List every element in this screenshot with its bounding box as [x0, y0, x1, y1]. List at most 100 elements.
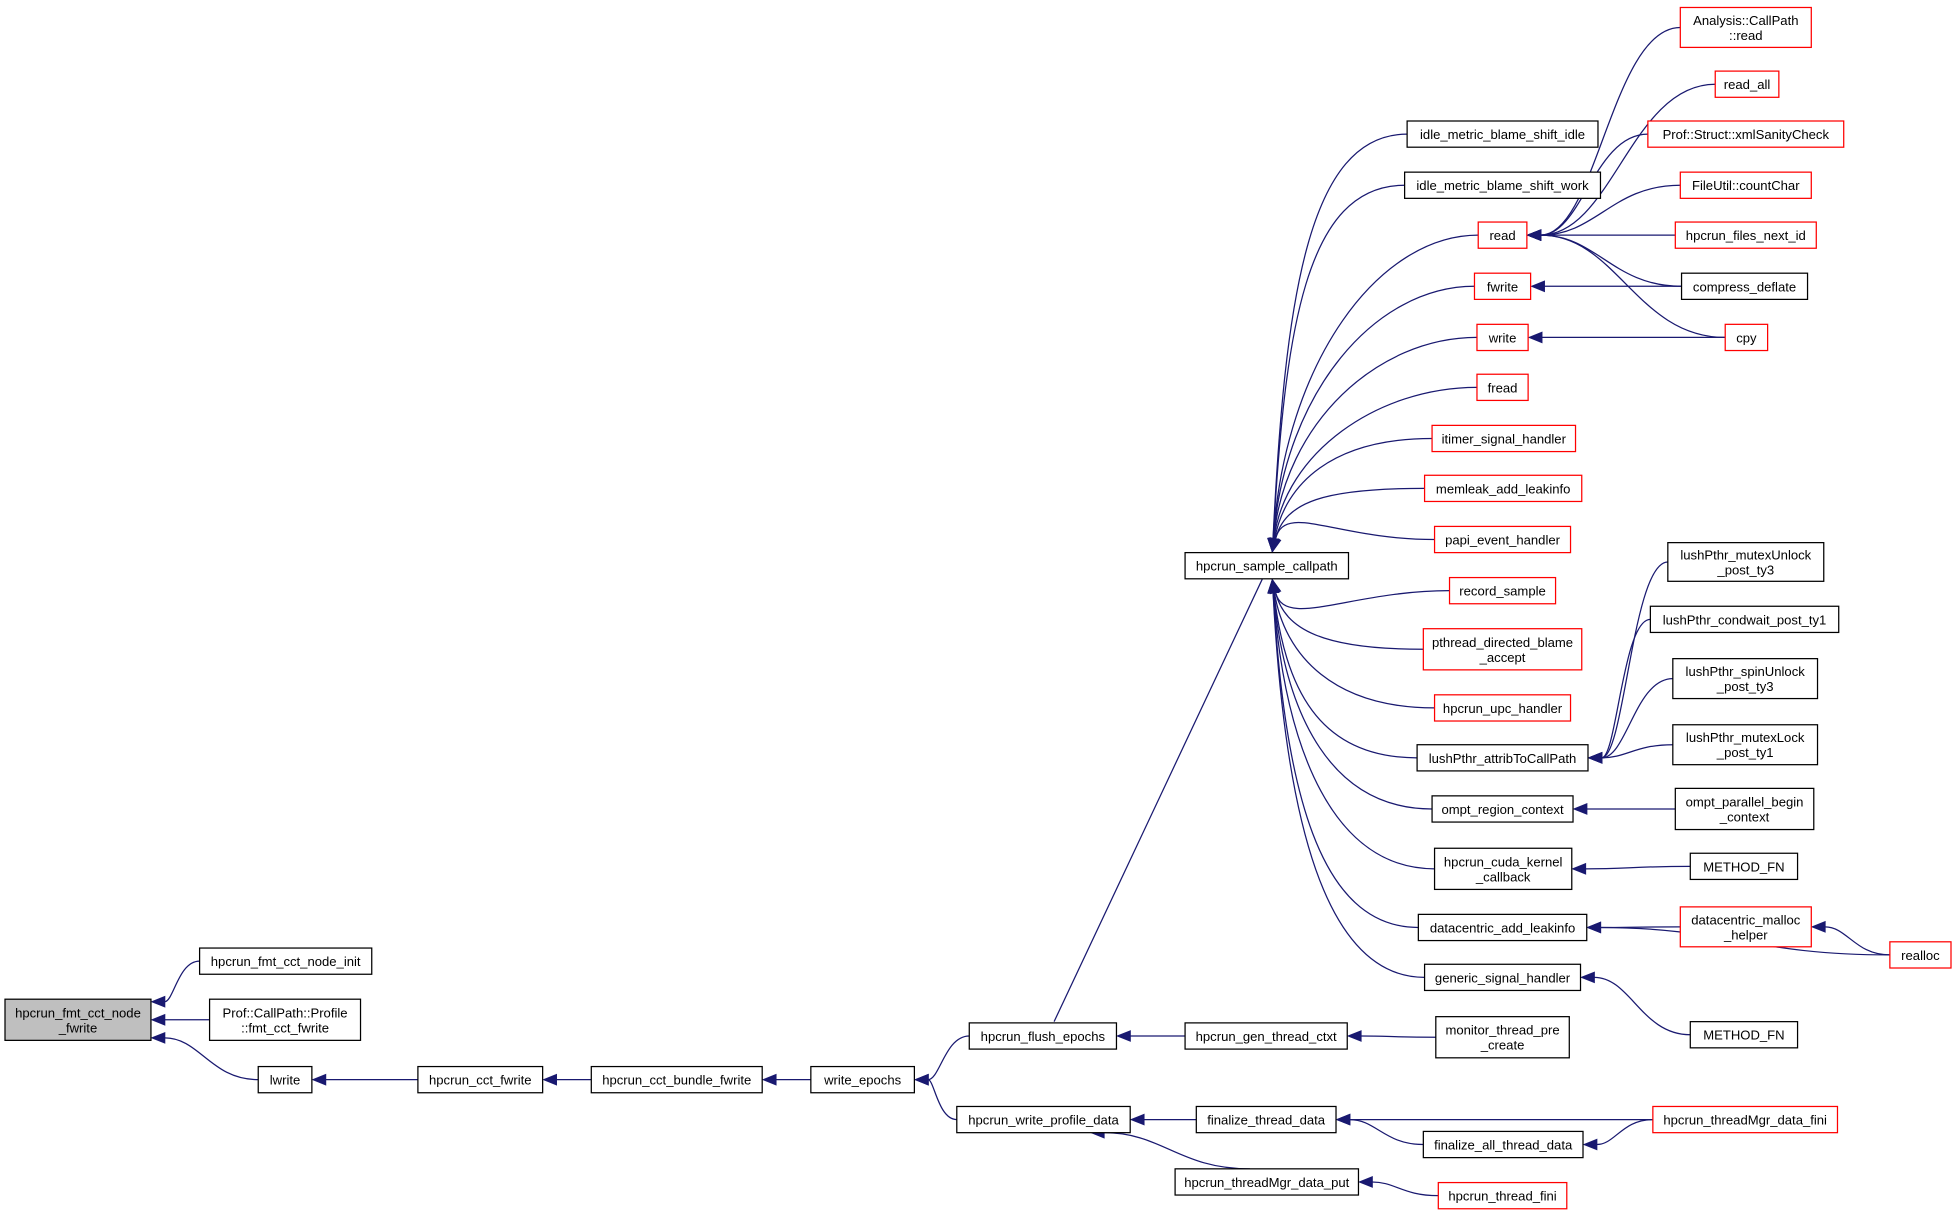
arrowhead-icon — [1526, 229, 1542, 242]
node-papi[interactable]: papi_event_handler — [1433, 525, 1572, 554]
node-box — [1724, 323, 1769, 352]
node-fmt-init[interactable]: hpcrun_fmt_cct_node_init — [198, 947, 373, 975]
edge-line — [1274, 592, 1424, 650]
arrowhead-icon — [1527, 331, 1543, 344]
node-box — [257, 1065, 313, 1094]
node-label: ompt_region_context — [1441, 802, 1564, 817]
edge-line — [1274, 437, 1433, 540]
edge-record-to-sample — [1269, 578, 1450, 610]
edge-line — [1274, 521, 1435, 541]
node-label: lushPthr_mutexLock — [1686, 730, 1805, 745]
node-idle-idle[interactable]: idle_metric_blame_shift_idle — [1406, 120, 1599, 148]
node-label: write_epochs — [823, 1073, 902, 1088]
node-fread[interactable]: fread — [1476, 373, 1529, 402]
edge-idle_work-to-sample — [1267, 184, 1405, 554]
edge-generic_sig-to-sample — [1267, 578, 1425, 978]
node-cuda[interactable]: hpcrun_cuda_kernel_callback — [1433, 847, 1573, 891]
node-method-fn-2[interactable]: METHOD_FN — [1689, 1021, 1799, 1049]
node-count-char[interactable]: FileUtil::countChar — [1679, 171, 1812, 199]
node-flush[interactable]: hpcrun_flush_epochs — [968, 1022, 1118, 1050]
node-spin-unlock[interactable]: lushPthr_spinUnlock_post_ty3 — [1672, 658, 1819, 700]
node-mutex-unlock[interactable]: lushPthr_mutexUnlock_post_ty3 — [1667, 542, 1825, 582]
arrowhead-icon — [150, 995, 166, 1008]
node-box — [1689, 1021, 1799, 1049]
node-write-profile[interactable]: hpcrun_write_profile_data — [956, 1105, 1131, 1134]
node-cct-fwrite[interactable]: hpcrun_cct_fwrite — [417, 1065, 544, 1094]
node-box — [1435, 1016, 1570, 1059]
node-sample[interactable]: hpcrun_sample_callpath — [1184, 551, 1350, 580]
edge-lush_attrib-to-sample — [1268, 578, 1418, 759]
node-memleak[interactable]: memleak_add_leakinfo — [1423, 474, 1583, 503]
node-label: fwrite — [1487, 279, 1518, 294]
node-box — [1652, 1105, 1839, 1134]
node-ompt-region[interactable]: ompt_region_context — [1431, 795, 1574, 823]
node-box — [1679, 6, 1812, 49]
node-box — [1422, 1130, 1584, 1159]
node-read-all[interactable]: read_all — [1714, 70, 1780, 98]
node-ompt-parallel[interactable]: ompt_parallel_begin_context — [1674, 787, 1815, 831]
node-gen-ctxt[interactable]: hpcrun_gen_thread_ctxt — [1184, 1022, 1348, 1050]
edge-sample-to-flush — [1053, 578, 1263, 1022]
node-box — [1403, 171, 1602, 199]
node-write[interactable]: write — [1476, 323, 1529, 352]
node-bundle[interactable]: hpcrun_cct_bundle_fwrite — [590, 1065, 763, 1094]
node-fwrite[interactable]: fwrite — [1473, 272, 1532, 301]
node-itimer[interactable]: itimer_signal_handler — [1431, 424, 1577, 453]
edge-itimer-to-sample — [1268, 437, 1433, 554]
edge-line — [1273, 592, 1435, 709]
edge-line — [927, 1035, 970, 1081]
node-box — [1437, 1181, 1568, 1210]
node-box — [198, 947, 373, 975]
node-files-next[interactable]: hpcrun_files_next_id — [1674, 221, 1817, 249]
node-box — [1667, 542, 1825, 582]
node-monitor[interactable]: monitor_thread_pre_create — [1435, 1016, 1570, 1059]
arrowhead-icon — [1267, 578, 1279, 594]
node-cpy[interactable]: cpy — [1724, 323, 1769, 352]
arrowhead-icon — [1346, 1030, 1362, 1042]
node-box — [208, 998, 362, 1041]
node-label: finalize_thread_data — [1207, 1113, 1326, 1128]
node-record[interactable]: record_sample — [1448, 576, 1557, 605]
edge-cuda-to-sample — [1267, 578, 1435, 870]
node-dc-malloc[interactable]: datacentric_malloc_helper — [1679, 906, 1812, 948]
node-method-fn-1[interactable]: METHOD_FN — [1689, 852, 1799, 881]
node-box — [1422, 628, 1583, 671]
node-fin-all[interactable]: finalize_all_thread_data — [1422, 1130, 1584, 1159]
edge-ompt_region-to-sample — [1267, 578, 1433, 810]
node-lush-attrib[interactable]: lushPthr_attribToCallPath — [1416, 744, 1589, 772]
node-box — [1679, 171, 1812, 199]
node-xml-sanity[interactable]: Prof::Struct::xmlSanityCheck — [1647, 120, 1845, 148]
node-label: METHOD_FN — [1703, 1028, 1784, 1043]
node-profile[interactable]: Prof::CallPath::Profile::fmt_cct_fwrite — [208, 998, 362, 1041]
node-mutex-lock[interactable]: lushPthr_mutexLock_post_ty1 — [1672, 724, 1819, 766]
arrowhead-icon — [150, 1013, 166, 1026]
node-thread-fini[interactable]: hpcrun_thread_fini — [1437, 1181, 1568, 1210]
node-generic-sig[interactable]: generic_signal_handler — [1423, 963, 1582, 992]
node-mgr-fini[interactable]: hpcrun_threadMgr_data_fini — [1652, 1105, 1839, 1134]
node-compress[interactable]: compress_deflate — [1680, 272, 1809, 301]
node-read[interactable]: read — [1477, 221, 1528, 249]
node-write-epochs[interactable]: write_epochs — [810, 1065, 916, 1094]
node-lwrite[interactable]: lwrite — [257, 1065, 313, 1094]
node-box — [590, 1065, 763, 1094]
edge-line — [1601, 744, 1673, 759]
arrowhead-icon — [1269, 537, 1282, 553]
node-label: hpcrun_cct_bundle_fwrite — [602, 1073, 751, 1088]
node-label: hpcrun_sample_callpath — [1196, 559, 1338, 574]
node-pthread-blame[interactable]: pthread_directed_blame_accept — [1422, 628, 1583, 671]
node-main[interactable]: hpcrun_fmt_cct_node_fwrite — [4, 998, 152, 1041]
node-box — [1674, 221, 1817, 249]
node-upc[interactable]: hpcrun_upc_handler — [1433, 694, 1572, 722]
node-label: _post_ty1 — [1716, 745, 1774, 760]
edge-mgr_fini-to-fin_all — [1582, 1118, 1653, 1151]
node-realloc[interactable]: realloc — [1889, 941, 1952, 969]
node-idle-work[interactable]: idle_metric_blame_shift_work — [1403, 171, 1602, 199]
node-mgr-put[interactable]: hpcrun_threadMgr_data_put — [1174, 1168, 1360, 1196]
node-condwait[interactable]: lushPthr_condwait_post_ty1 — [1649, 605, 1840, 634]
node-fin-thread[interactable]: finalize_thread_data — [1195, 1105, 1337, 1134]
edge-pthread_blame-to-sample — [1269, 578, 1424, 650]
node-analysis-read[interactable]: Analysis::CallPath::read — [1679, 6, 1812, 49]
node-dc-leak[interactable]: datacentric_add_leakinfo — [1417, 913, 1588, 942]
node-box — [1889, 941, 1952, 969]
